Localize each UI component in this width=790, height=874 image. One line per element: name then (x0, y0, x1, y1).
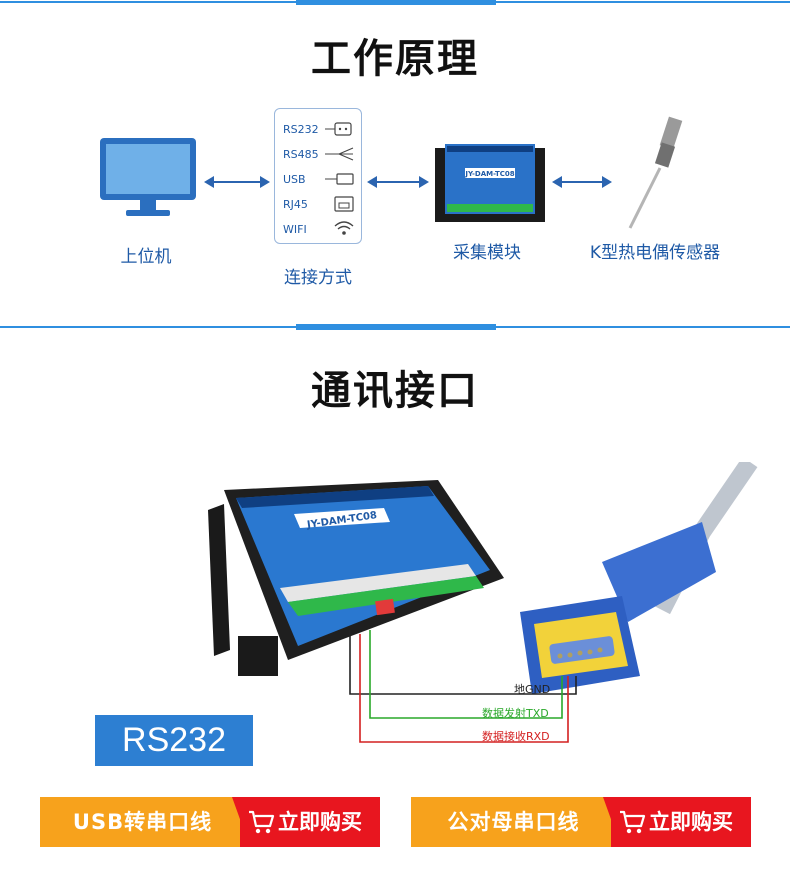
module-label: 采集模块 (453, 243, 521, 263)
module-image: JY-DAM-TC08 (435, 144, 545, 222)
arrow-module-sensor (552, 176, 612, 188)
connection-label: 连接方式 (284, 268, 352, 288)
product-name: 公对母串口线 (411, 797, 616, 847)
db9-cable-image (520, 462, 758, 694)
conn-wifi: WIFI (283, 223, 307, 236)
middle-divider (0, 324, 790, 330)
buy-now-label: 立即购买 (611, 797, 751, 847)
host-label: 上位机 (120, 247, 172, 267)
rxd-label: 数据接收RXD (482, 730, 550, 743)
connection-box: RS232 RS485 USB RJ45 WIFI (274, 108, 362, 244)
thermocouple-icon (628, 116, 683, 229)
txd-label: 数据发射TXD (482, 707, 549, 720)
conn-rs485: RS485 (283, 148, 319, 161)
gnd-label: 地GND (514, 683, 551, 696)
top-divider (0, 0, 790, 5)
wiring-diagram (349, 630, 577, 743)
module-model-small: JY-DAM-TC08 (464, 170, 514, 178)
arrow-conn-module (367, 176, 429, 188)
buy-now-label: 立即购买 (240, 797, 380, 847)
arrow-host-conn (204, 176, 270, 188)
ethernet-icon (334, 196, 354, 212)
cart-icon (620, 810, 646, 834)
serial-port-icon (325, 122, 352, 136)
conn-rj45: RJ45 (283, 198, 308, 211)
conn-usb: USB (283, 173, 306, 186)
cart-icon (249, 810, 275, 834)
principle-title: 工作原理 (311, 36, 479, 82)
interface-title: 通讯接口 (311, 368, 479, 414)
buy-male-female-serial-button[interactable]: 公对母串口线 立即购买 (411, 797, 751, 847)
interface-badge: RS232 (95, 715, 253, 766)
buy-usb-serial-button[interactable]: USB转串口线 立即购买 (40, 797, 380, 847)
conn-rs232: RS232 (283, 123, 319, 136)
sensor-label: K型热电偶传感器 (589, 243, 721, 263)
monitor-icon (100, 138, 196, 216)
module-large-image: JY-DAM-TC08 (208, 480, 504, 676)
product-name: USB转串口线 (40, 797, 245, 847)
usb-icon (325, 173, 354, 185)
wire-split-icon (325, 147, 354, 161)
wifi-icon (334, 221, 354, 235)
